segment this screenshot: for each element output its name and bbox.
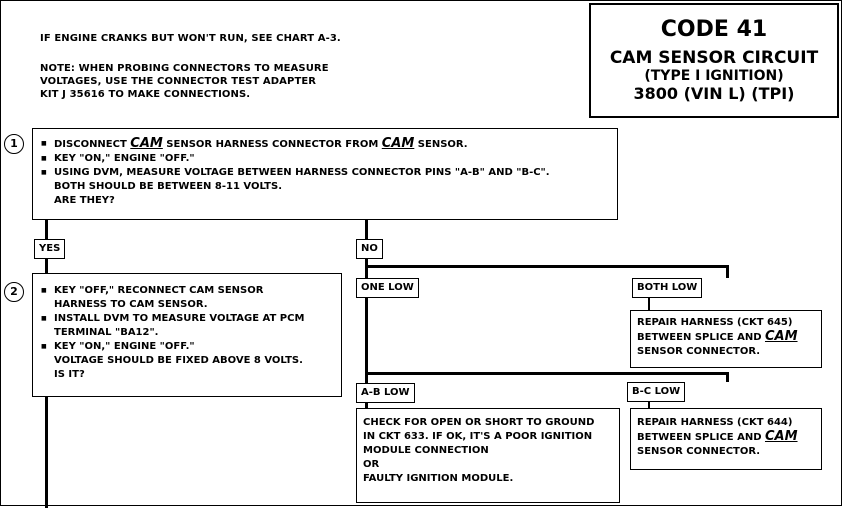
bc-low-repair-box: REPAIR HARNESS (CKT 644) BETWEEN SPLICE … [630,408,822,470]
both-low-drop-line [726,265,729,278]
cam-label: CAM [381,136,415,151]
step-2-bullet-2: INSTALL DVM TO MEASURE VOLTAGE AT PCMTER… [39,312,335,340]
step2-down-line [45,396,48,508]
no-branch-line [365,265,728,268]
both-low-repair-box: REPAIR HARNESS (CKT 645) BETWEEN SPLICE … [630,310,822,368]
code-engine: 3800 (VIN L) (TPI) [633,84,795,103]
step-1-box: DISCONNECT CAM SENSOR HARNESS CONNECTOR … [32,128,618,220]
one-low-branch-line [366,372,729,375]
crank-note: IF ENGINE CRANKS BUT WON'T RUN, SEE CHAR… [40,33,341,44]
no-label: NO [356,239,383,259]
bc-low-label: B-C LOW [627,382,686,402]
step-1-bullet-3: USING DVM, MEASURE VOLTAGE BETWEEN HARNE… [39,166,611,208]
both-low-label: BOTH LOW [632,278,703,298]
step-1-bullet-1: DISCONNECT CAM SENSOR HARNESS CONNECTOR … [39,137,611,152]
one-low-label: ONE LOW [356,278,419,298]
code-circuit-name: CAM SENSOR CIRCUIT [609,48,819,68]
yes-label: YES [34,239,66,259]
step-2-number: 2 [4,282,24,302]
cam-label: CAM [130,136,163,151]
code-title-box: CODE 41 CAM SENSOR CIRCUIT (TYPE I IGNIT… [589,3,839,118]
step-2-question: IS IT? [54,369,85,380]
bc-low-drop-line [726,372,729,382]
bc-low-to-repair-line [648,400,650,409]
step-1-number: 1 [4,134,24,154]
one-low-line [365,299,368,304]
ab-low-label: A-B LOW [356,383,415,403]
both-low-to-repair-line [648,298,650,310]
step-1-question: ARE THEY? [54,195,115,206]
code-ignition-type: (TYPE I IGNITION) [644,68,784,84]
no-trunk-line [365,258,368,408]
cam-label: CAM [764,329,798,344]
code-number: CODE 41 [660,17,768,42]
probe-note: NOTE: WHEN PROBING CONNECTORS TO MEASURE… [40,63,329,100]
yes-to-step2-line [45,258,48,274]
step1-yes-line [45,220,48,240]
ab-low-check-box: CHECK FOR OPEN OR SHORT TO GROUND IN CKT… [356,408,620,503]
step-1-bullet-2: KEY "ON," ENGINE "OFF." [39,152,611,166]
step-2-bullet-3: KEY "ON," ENGINE "OFF."VOLTAGE SHOULD BE… [39,340,335,382]
cam-label: CAM [764,429,798,444]
step1-no-line [365,220,368,240]
